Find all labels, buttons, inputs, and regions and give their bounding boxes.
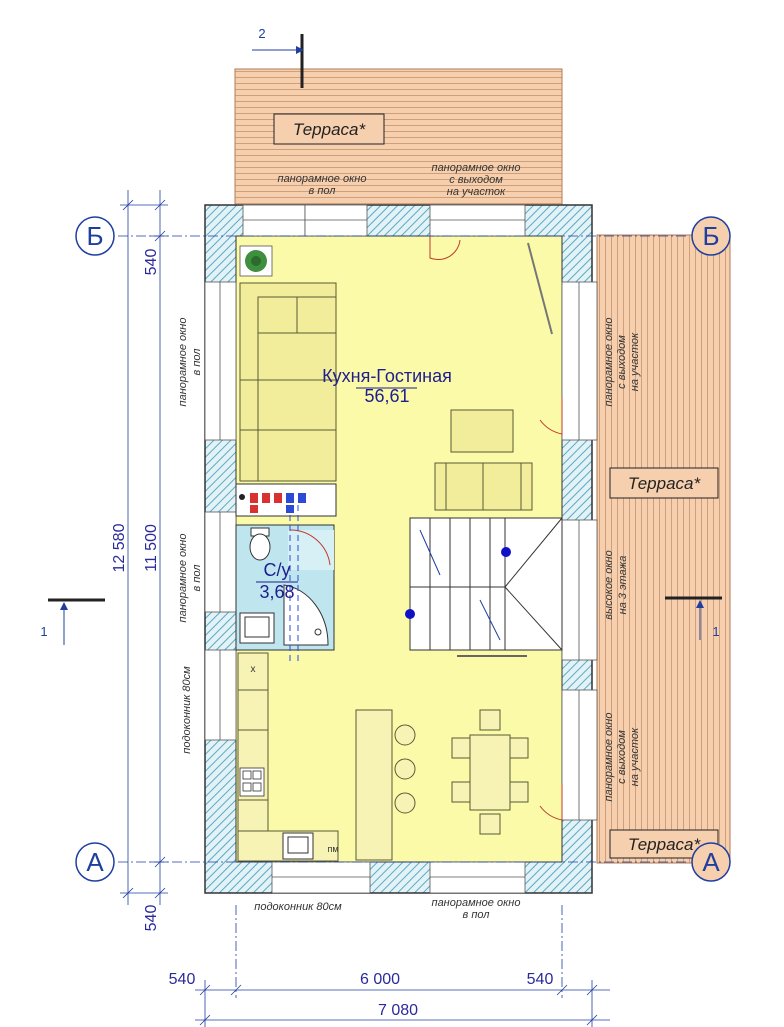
axis-marker-b-left: Б [75, 216, 115, 256]
note-top-left: панорамное окно в пол [278, 173, 367, 197]
sofa-small [434, 462, 533, 511]
windows-left [204, 281, 237, 741]
note-left-middle: панорамное окно в пол [177, 534, 203, 623]
dim-vertical-total: 12 580 [111, 523, 128, 572]
bath-door-area [288, 530, 334, 570]
svg-text:Терраса*: Терраса* [628, 474, 702, 493]
room-name-bath: С/у [264, 560, 291, 580]
svg-text:с выходом: с выходом [616, 730, 628, 784]
note-left-lower: подоконник 80см [181, 666, 193, 754]
svg-text:с выходом: с выходом [616, 335, 628, 389]
windows-top [242, 204, 526, 237]
svg-text:на участок: на участок [447, 186, 506, 198]
kitchen-sink-icon [282, 832, 314, 860]
shower-icon [283, 584, 329, 646]
svg-text:Б: Б [86, 221, 103, 251]
bar-stools [394, 724, 416, 814]
svg-text:1: 1 [712, 624, 719, 639]
dim-h-mid: 6 000 [360, 971, 400, 988]
kitchen-pm-label: пм [327, 844, 338, 854]
note-right-middle: высокое окно на 3 этажа [603, 550, 629, 619]
svg-text:2: 2 [258, 26, 265, 41]
sink-icon [239, 612, 275, 644]
terrace-label-right: Терраса* [609, 467, 719, 499]
door-top [429, 236, 461, 261]
svg-text:Терраса*: Терраса* [293, 120, 367, 139]
kitchen-x-mark: x [251, 664, 256, 675]
svg-text:в пол: в пол [463, 909, 490, 921]
bath-door-swing [289, 529, 331, 566]
svg-text:в пол: в пол [309, 185, 336, 197]
svg-text:Терраса*: Терраса* [628, 835, 702, 854]
horizontal-dimension-lines [195, 905, 610, 1027]
axis-lines [118, 235, 688, 863]
terrace-right [596, 234, 731, 864]
svg-text:панорамное окно: панорамное окно [603, 713, 615, 802]
coffee-table [450, 409, 514, 453]
note-right-lower: панорамное окно с выходом на участок [603, 713, 641, 802]
svg-text:в пол: в пол [191, 349, 203, 376]
note-bottom-left: подоконник 80см [254, 901, 342, 913]
kitchen-island [355, 709, 393, 861]
plant-icon [239, 245, 273, 277]
note-left-upper: панорамное окно в пол [177, 318, 203, 407]
room-area-living: 56,61 [364, 386, 409, 406]
vertical-dimension-lines [120, 190, 168, 905]
curtain-line [527, 242, 553, 335]
staircase [405, 517, 563, 651]
note-top-right: панорамное окно с выходом на участок [432, 162, 521, 198]
svg-text:панорамное окно: панорамное окно [278, 173, 367, 185]
svg-text:с выходом: с выходом [449, 174, 503, 186]
svg-text:А: А [86, 847, 104, 877]
axis-marker-a-left: А [75, 842, 115, 882]
svg-text:на участок: на участок [629, 332, 641, 391]
section-mark-2: 2 [252, 26, 304, 88]
axis-marker-b-right: Б [691, 216, 731, 256]
dim-vertical-bottom: 540 [143, 905, 160, 932]
dim-vertical-top: 540 [143, 249, 160, 276]
door-right-upper [539, 398, 563, 435]
note-bottom-right: панорамное окно в пол [432, 897, 521, 921]
pipes [289, 505, 299, 665]
cooktop-icon [239, 767, 265, 797]
svg-text:на участок: на участок [629, 727, 641, 786]
svg-text:панорамное окно: панорамное окно [177, 534, 189, 623]
svg-text:панорамное окно: панорамное окно [432, 162, 521, 174]
dim-h-total: 7 080 [378, 1002, 418, 1019]
svg-text:высокое окно: высокое окно [603, 550, 615, 619]
svg-text:Б: Б [702, 221, 719, 251]
svg-text:панорамное окно: панорамное окно [177, 318, 189, 407]
room-name-living: Кухня-Гостиная [322, 366, 452, 386]
corner-sofa [239, 282, 337, 482]
svg-text:на 3 этажа: на 3 этажа [617, 556, 629, 615]
svg-text:панорамное окно: панорамное окно [603, 318, 615, 407]
svg-text:1: 1 [40, 624, 47, 639]
dining-table [451, 709, 529, 835]
windows-bottom [271, 861, 526, 894]
terrace-label-top: Терраса* [273, 113, 385, 145]
room-area-bath: 3,68 [259, 582, 294, 602]
section-mark-1-right: 1 [665, 596, 722, 640]
svg-text:в пол: в пол [191, 565, 203, 592]
svg-text:А: А [702, 847, 720, 877]
section-mark-1-left: 1 [40, 598, 105, 645]
note-right-upper: панорамное окно с выходом на участок [603, 318, 641, 407]
dim-vertical-inner: 11 500 [143, 524, 160, 572]
door-right-lower [539, 784, 563, 821]
dim-h-left: 540 [169, 971, 196, 988]
windows-right [561, 281, 598, 821]
axis-marker-a-right: А [691, 842, 731, 882]
toilet-icon [249, 527, 271, 561]
svg-text:панорамное окно: панорамное окно [432, 897, 521, 909]
dim-h-right: 540 [527, 971, 554, 988]
